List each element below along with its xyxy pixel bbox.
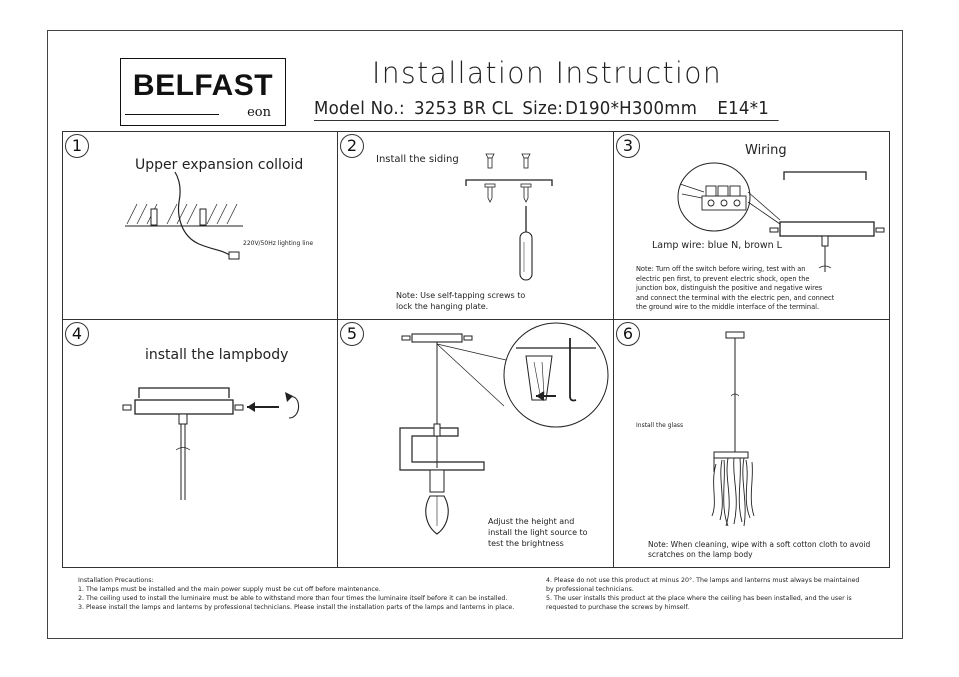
siding-illustration (465, 153, 553, 281)
step-3: 3 Wiring Lamp wire: blue N, brown L (613, 131, 890, 320)
step-number: 1 (65, 134, 89, 158)
note-line: junction box, distinguish the positive a… (636, 284, 823, 292)
step-5: 5 Adjust the height and install t (337, 319, 614, 568)
instruction-sheet (47, 30, 903, 639)
install-glass-label: Install the glass (636, 422, 684, 429)
precaution-item: by professional technicians. (546, 586, 634, 593)
precaution-item: requested to purchase the screws by hims… (546, 604, 690, 611)
precautions-left: Installation Precautions: 1. The lamps m… (78, 576, 514, 612)
precaution-item: 1. The lamps must be installed and the m… (78, 586, 381, 593)
brand-name: BELFAST (132, 69, 274, 102)
glass-illustration (711, 331, 755, 527)
note-line: Note: When cleaning, wipe with a soft co… (648, 540, 871, 549)
steps-grid: 1 Upper expansion colloid 220V/50Hz ligh… (62, 131, 890, 568)
step-title: Upper expansion colloid (135, 157, 304, 173)
precaution-item: 3. Please install the lamps and lanterns… (78, 604, 515, 611)
model-line: Model No.: 3253 BR CL Size:D190*H300mm E14*… (314, 98, 779, 121)
precaution-item: 5. The user installs this product at the… (546, 595, 852, 602)
step-note: Note: Use self-tapping screws to lock th… (396, 290, 525, 312)
step-2: 2 Install the siding Note: Use self-tapp… (337, 131, 614, 320)
step-title: Wiring (745, 143, 787, 158)
step-note: Note: Turn off the switch before wiring,… (636, 265, 834, 313)
brand-logo: BELFAST eon (120, 58, 286, 126)
note-line: Note: Turn off the switch before wiring,… (636, 265, 806, 273)
bulb-type: E14*1 (717, 98, 770, 119)
precautions-heading: Installation Precautions: (78, 577, 154, 584)
precaution-item: 4. Please do not use this product at min… (546, 577, 860, 584)
note-line: the ground wire to the middle interface … (636, 303, 820, 311)
page-title: Installation Instruction (372, 56, 723, 90)
step-number: 3 (616, 134, 640, 158)
step-number: 2 (340, 134, 364, 158)
ceiling-colloid-illustration (125, 171, 243, 260)
note-line: test the brightness (488, 539, 564, 548)
step-1: 1 Upper expansion colloid 220V/50Hz ligh… (62, 131, 338, 320)
model-value: 3253 BR CL (414, 98, 514, 119)
size-value: D190*H300mm (565, 98, 698, 119)
step-number: 4 (65, 322, 89, 346)
size-label: Size: (522, 98, 564, 119)
step-note: Adjust the height and install the light … (488, 516, 588, 549)
lamp-wire-label: Lamp wire: blue N, brown L (652, 240, 782, 251)
note-line: Note: Use self-tapping screws to (396, 291, 526, 300)
step-number: 6 (616, 322, 640, 346)
note-line: and connect the terminal with the electr… (636, 293, 835, 302)
model-label: Model No.: (314, 98, 405, 119)
note-line: Adjust the height and (488, 517, 575, 526)
brand-sub: eon (247, 105, 271, 120)
line-label: 220V/50Hz lighting line (243, 240, 314, 247)
step-note: Note: When cleaning, wipe with a soft co… (648, 540, 870, 560)
note-line: electric pen first, to prevent electric … (636, 274, 810, 283)
lampbody-illustration (122, 387, 300, 500)
step-6: 6 Install the glass Note: When cleaning,… (613, 319, 890, 568)
precautions-right: 4. Please do not use this product at min… (546, 576, 859, 612)
step-number: 5 (340, 322, 364, 346)
note-line: scratches on the lamp body (648, 550, 753, 559)
wiring-illustration (677, 162, 885, 272)
note-line: install the light source to (488, 528, 588, 537)
step-title: Install the siding (376, 154, 459, 165)
note-line: lock the hanging plate. (396, 302, 489, 311)
height-adjust-illustration (399, 322, 609, 535)
precaution-item: 2. The ceiling used to install the lumin… (78, 595, 508, 602)
logo-underline (125, 114, 219, 115)
step-4: 4 install the lampbody (62, 319, 338, 568)
step-title: install the lampbody (145, 347, 289, 363)
